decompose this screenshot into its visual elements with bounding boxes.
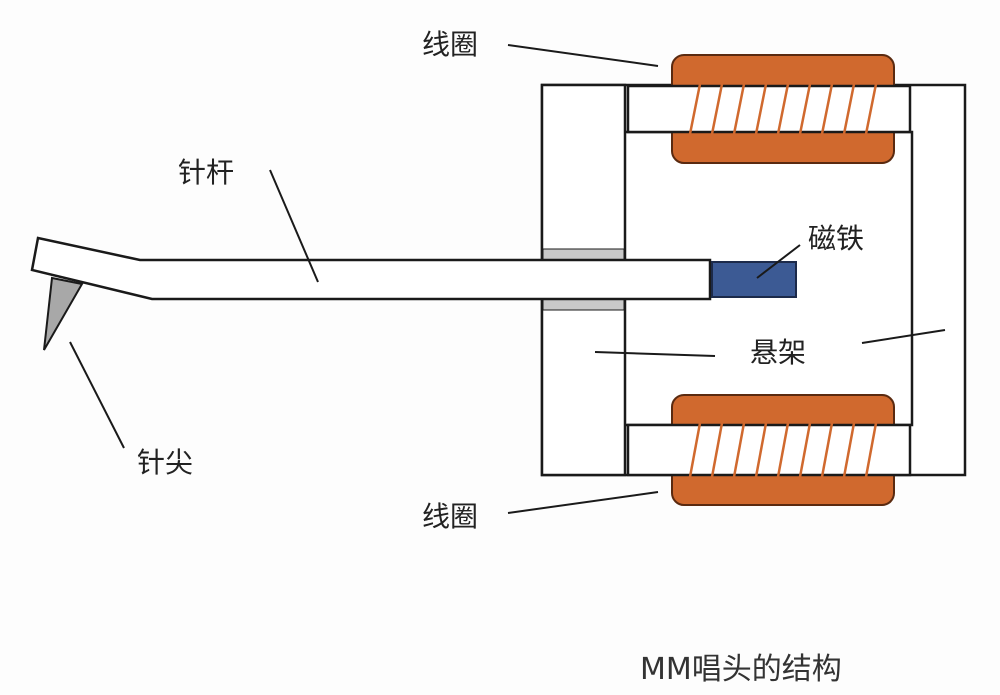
coil-bottom-core — [626, 423, 912, 477]
leader-coil-top — [507, 44, 659, 67]
suspension-pad-bottom — [542, 298, 625, 311]
leader-cantilever — [269, 169, 319, 283]
label-magnet: 磁铁 — [808, 222, 864, 255]
label-coil-bottom: 线圈 — [422, 500, 478, 533]
coil-top — [626, 54, 912, 164]
coil-bottom — [626, 394, 912, 506]
suspension-pad-top — [542, 248, 625, 261]
leader-stylus-tip — [69, 341, 125, 449]
stylus-tip — [43, 276, 84, 351]
coil-bottom-windings — [688, 422, 878, 478]
magnet — [711, 261, 797, 298]
leader-suspension-right — [861, 329, 946, 344]
label-stylus-tip: 针尖 — [137, 446, 193, 479]
cantilever — [30, 236, 712, 301]
label-suspension: 悬架 — [750, 336, 806, 369]
leader-lines — [69, 44, 946, 514]
leader-magnet — [756, 244, 801, 279]
label-cantilever: 针杆 — [178, 156, 234, 189]
label-coil-top: 线圈 — [422, 28, 478, 61]
diagram-caption: MM唱头的结构 — [640, 652, 842, 687]
leader-coil-bottom — [507, 491, 659, 514]
coil-top-core — [626, 84, 912, 134]
leader-suspension-left — [594, 351, 716, 357]
coil-top-windings — [688, 83, 878, 135]
